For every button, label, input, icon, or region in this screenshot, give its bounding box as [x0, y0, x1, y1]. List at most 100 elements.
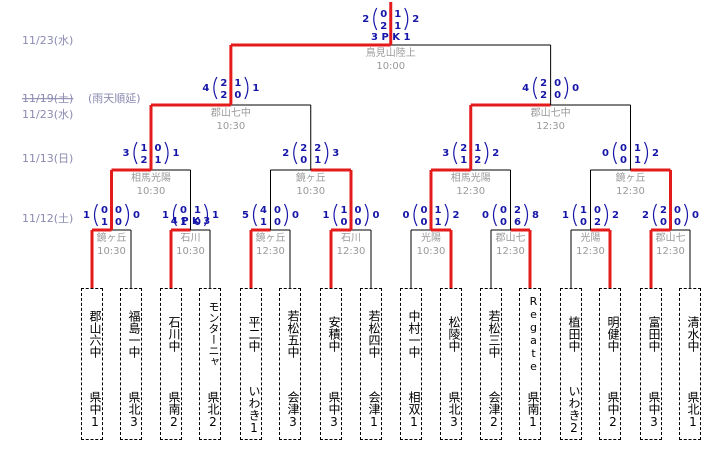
team-name: 若松五中: [286, 310, 300, 358]
r1-match-6-left-total: 0: [482, 210, 489, 221]
r1-match-6-right-total: 8: [532, 210, 539, 221]
r1-match-5-paren-left: [413, 203, 418, 227]
r1-match-1-half1-right: 0: [115, 205, 122, 216]
r1-match-6-half1-right: 2: [514, 205, 521, 216]
team-name: 植田中: [567, 316, 581, 352]
r1-match-7-half2-right: 2: [594, 217, 601, 228]
team-name: 石川中: [167, 316, 181, 352]
date-semi-note: (雨天順延): [88, 92, 141, 105]
r1-match-4-left-total: 1: [323, 210, 330, 221]
final-venue: 鳥見山陸上: [366, 46, 416, 59]
team-region: 県北3: [447, 391, 461, 429]
team-box-6: 若松五中会津3: [279, 288, 301, 440]
sf-match-1-right-total: 1: [252, 83, 259, 94]
qf-match-4-time: 12:30: [616, 186, 645, 197]
r1-match-5-paren-right: [444, 203, 449, 227]
r1-match-2-half2-left: 1: [180, 217, 187, 228]
r1-match-2-half2-right: 0: [194, 217, 201, 228]
final-match-half2-right: 1: [394, 21, 401, 32]
team-region: 県北1: [686, 391, 700, 429]
final-time: 10:00: [376, 61, 405, 72]
sf-match-2-paren-right: [564, 76, 569, 100]
r1-match-6-half2-right: 6: [514, 217, 521, 228]
r1-match-8-paren-left: [652, 203, 658, 227]
r1-match-3-left-total: 5: [242, 210, 249, 221]
final-match-half2-left: 2: [380, 21, 387, 32]
final-match-left-total: 2: [362, 14, 369, 25]
team-box-3: 石川中県南2: [160, 288, 182, 440]
r1-match-7-paren-right: [603, 203, 609, 227]
team-name: 松陵中: [447, 316, 461, 352]
team-box-4: モンターニャ県北2: [199, 288, 221, 440]
r1-match-2-time: 10:30: [176, 246, 205, 257]
qf-match-4-paren-right: [643, 141, 649, 165]
r1-match-3-venue: 鏡ヶ丘: [256, 231, 286, 244]
sf-match-1-paren-right: [244, 76, 249, 100]
r1-match-4-right-total: 0: [373, 210, 380, 221]
sf-match-2-venue: 郡山七中: [531, 106, 571, 119]
team-box-11: 若松三中会津2: [480, 288, 502, 440]
qf-match-4-left-total: 0: [602, 148, 609, 159]
r1-match-3-half1-right: 0: [274, 205, 281, 216]
qf-match-3-left-total: 3: [442, 148, 449, 159]
sf-match-2-right-total: 0: [572, 83, 579, 94]
r1-match-3-half2-right: 0: [274, 217, 281, 228]
team-name: 富田中: [647, 316, 661, 352]
team-name: 若松三中: [487, 310, 501, 358]
sf-match-1-paren-left: [213, 76, 218, 100]
r1-match-3-time: 12:30: [256, 246, 285, 257]
sf-match-2-paren-left: [533, 76, 538, 100]
team-name: 清水中: [686, 316, 700, 352]
r1-match-7-paren-left: [572, 203, 578, 227]
qf-match-2-right-total: 3: [332, 148, 339, 159]
team-name: 郡山六中: [88, 310, 102, 358]
r1-match-2-right-total: 1: [212, 210, 219, 221]
r1-match-8-venue: 郡山七: [656, 232, 686, 244]
r1-match-8-paren-right: [683, 203, 689, 227]
final-match-half1-left: 0: [380, 9, 387, 20]
r1-match-1-paren-left: [93, 203, 99, 227]
r1-match-2-venue: 石川: [181, 233, 201, 244]
team-region: 会津2: [487, 391, 501, 429]
qf-match-2-half2-left: 0: [300, 155, 307, 166]
r1-match-3-paren-left: [252, 203, 258, 227]
r1-match-1-paren-right: [124, 203, 130, 227]
r1-match-6-half2-left: 0: [500, 217, 507, 228]
qf-match-1-paren-right: [164, 141, 169, 165]
r1-match-7-half2-left: 0: [580, 217, 587, 228]
qf-match-3-paren-left: [453, 141, 458, 165]
team-name: 福島一中: [127, 310, 141, 358]
sf-match-1-half1-left: 2: [220, 78, 227, 89]
team-name: Regate: [527, 295, 540, 373]
r1-match-4-venue: 石川: [341, 233, 361, 244]
team-name: 若松四中: [367, 310, 381, 358]
r1-match-1-time: 10:30: [97, 246, 126, 257]
r1-match-4-paren-right: [364, 203, 369, 227]
team-box-14: 明健中県中2: [599, 288, 621, 440]
qf-match-1-half2-right: 1: [155, 155, 162, 166]
team-region: 県北2: [206, 391, 220, 429]
qf-match-2-left-total: 2: [282, 148, 289, 159]
r1-match-5-left-total: 0: [403, 210, 410, 221]
team-region: 会津3: [286, 391, 300, 429]
team-region: 県南2: [167, 391, 181, 429]
qf-match-3-time: 12:30: [456, 186, 485, 197]
qf-match-3-half1-left: 2: [460, 143, 467, 154]
qf-match-3-half2-right: 2: [474, 155, 481, 166]
team-region: 県北3: [127, 391, 141, 429]
qf-match-1-venue: 相馬光陽: [131, 171, 171, 184]
qf-match-1-half1-right: 0: [155, 143, 162, 154]
r1-match-7-right-total: 2: [612, 210, 619, 221]
team-name: 安積中: [327, 316, 341, 352]
final-pk: 3 P K 1: [371, 32, 410, 43]
r1-match-1-half1-left: 0: [101, 205, 108, 216]
r1-match-8-half1-right: 0: [674, 205, 681, 216]
sf-match-1-left-total: 4: [202, 83, 209, 94]
r1-match-2-paren-right: [203, 203, 209, 227]
team-name: 明健中: [606, 316, 620, 352]
sf-match-2-left-total: 4: [522, 83, 529, 94]
team-region: 県中1: [88, 391, 102, 429]
qf-match-2-half1-right: 2: [314, 143, 321, 154]
team-box-10: 松陵中県北3: [440, 288, 462, 440]
